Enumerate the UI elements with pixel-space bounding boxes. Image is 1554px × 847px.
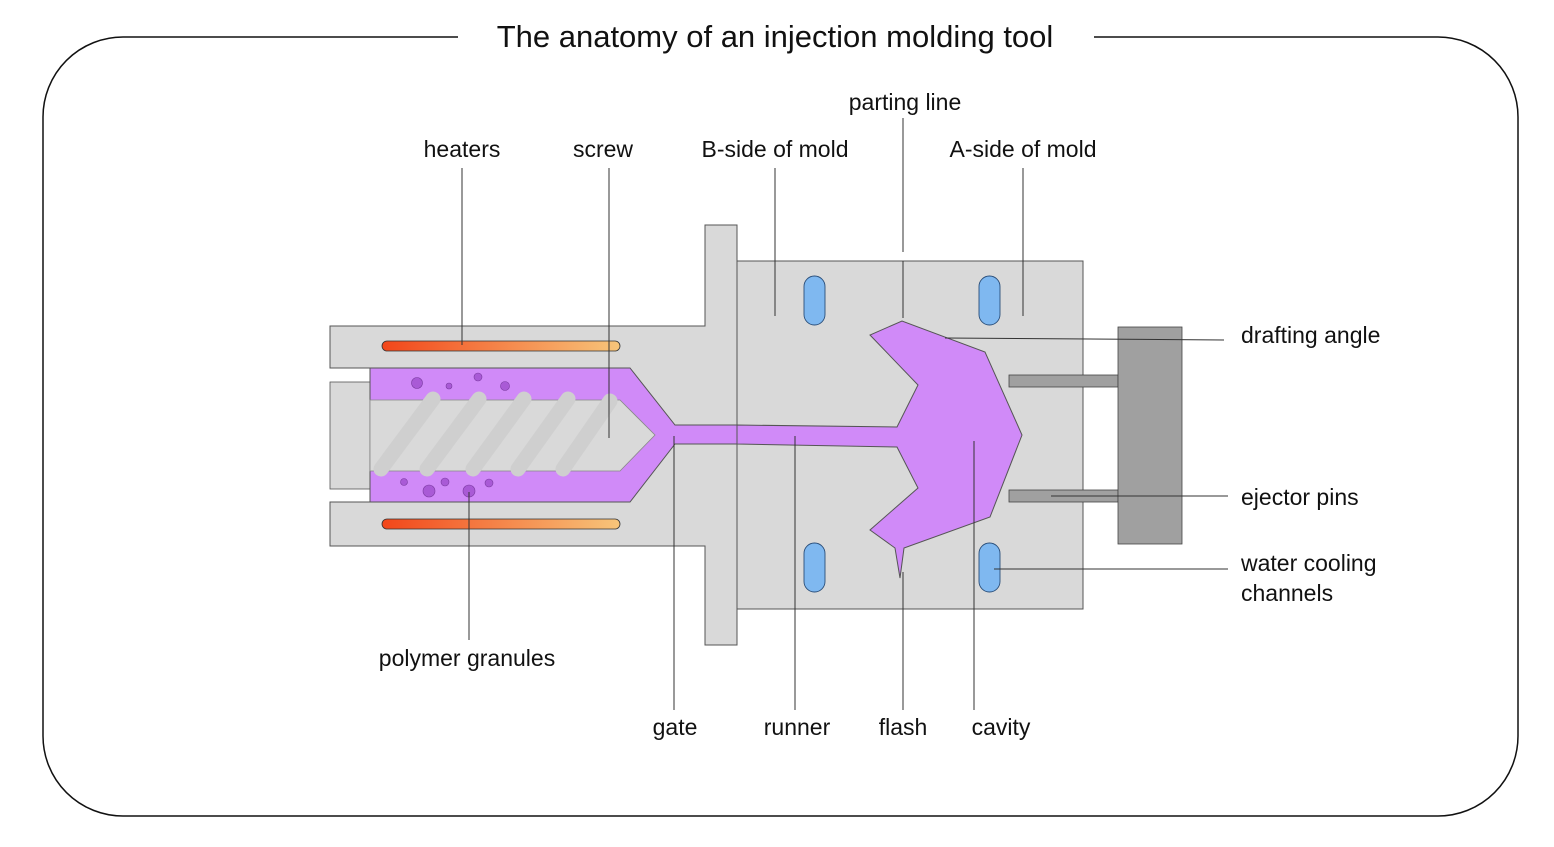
cooling-channels [803, 275, 1001, 593]
label-flash: flash [879, 714, 928, 740]
diagram-title: The anatomy of an injection molding tool [497, 19, 1054, 54]
cooling-channel [978, 275, 1001, 326]
label-b-side: B-side of mold [701, 136, 848, 162]
ejector-pin-top [1008, 374, 1119, 388]
label-water-cooling-line1: water cooling [1240, 550, 1377, 576]
label-screw: screw [573, 136, 633, 162]
screw-flight-fill [465, 391, 532, 477]
label-runner: runner [764, 714, 831, 740]
ejector-plate [1117, 326, 1183, 545]
granules [400, 372, 510, 498]
granule [500, 381, 510, 391]
frame-border [42, 36, 1519, 817]
granule [484, 478, 494, 488]
granule [440, 477, 450, 487]
granule [400, 478, 408, 486]
label-cavity: cavity [972, 714, 1031, 740]
label-polymer-granules: polymer granules [379, 645, 555, 671]
heater-bottom [381, 518, 621, 530]
label-gate: gate [653, 714, 698, 740]
screw-flight-fill [555, 393, 618, 477]
screw-shaft [329, 381, 371, 490]
runner-and-cavity [736, 320, 1023, 579]
screw-flight-fill [373, 391, 441, 477]
screw-flight-fill [419, 391, 487, 477]
label-parting-line: parting line [849, 89, 962, 115]
label-ejector-pins: ejector pins [1241, 484, 1359, 510]
label-drafting-angle: drafting angle [1241, 322, 1380, 348]
screw-flights-fill [373, 391, 618, 477]
label-water-cooling-line2: channels [1241, 580, 1333, 606]
label-a-side: A-side of mold [949, 136, 1096, 162]
heater-top [381, 340, 621, 352]
granule [422, 484, 436, 498]
cooling-channel [978, 542, 1001, 593]
screw-flight-fill [510, 391, 576, 477]
granule [445, 382, 453, 390]
cooling-channel [803, 542, 826, 593]
label-heaters: heaters [424, 136, 501, 162]
cooling-channel [803, 275, 826, 326]
leader-drafting-angle [944, 337, 1225, 341]
leader-lines [461, 118, 1228, 710]
granule [473, 372, 483, 382]
granule [411, 377, 423, 389]
